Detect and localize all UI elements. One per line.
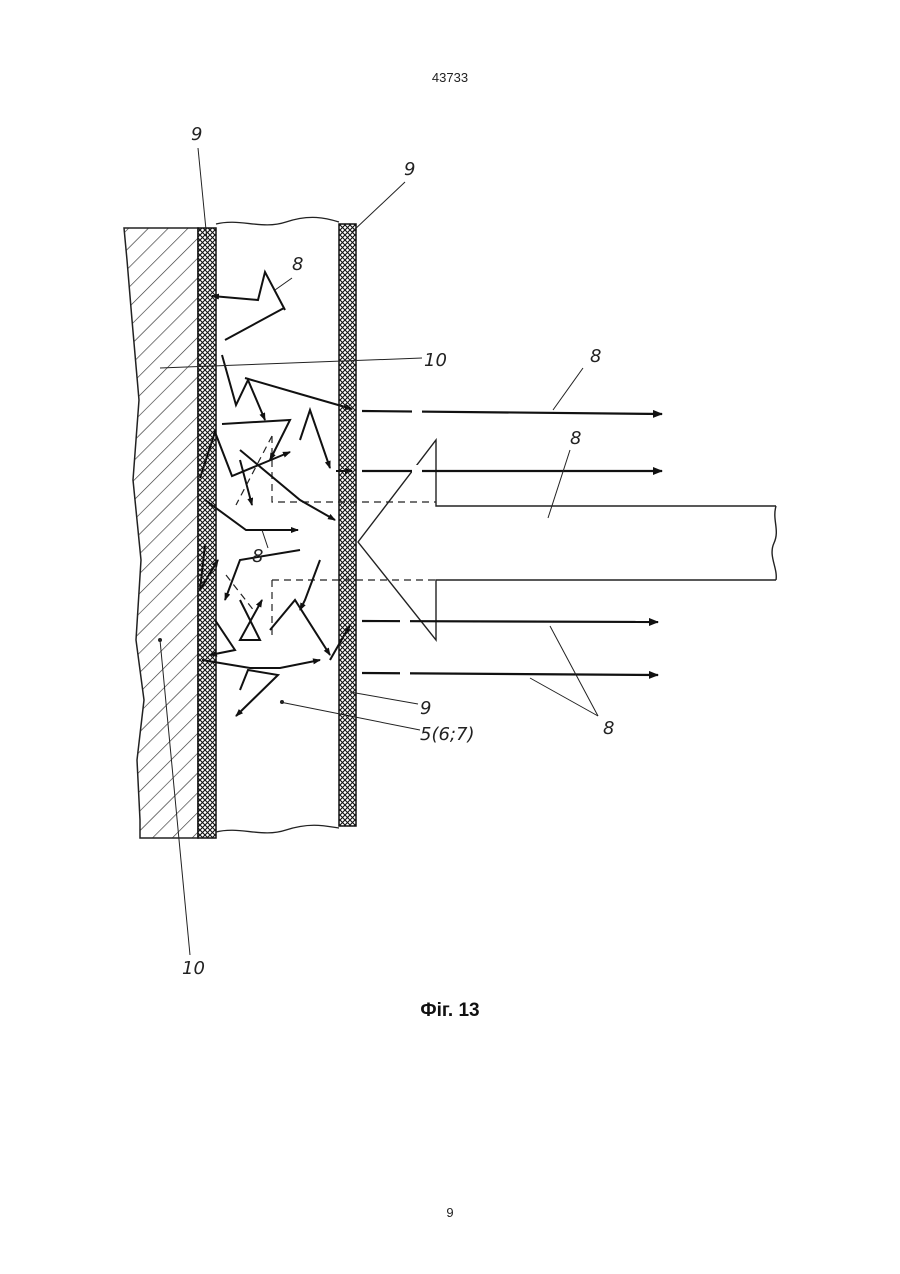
label-9-top-left: 9 — [191, 124, 202, 145]
label-8-upper: 8 — [292, 254, 303, 275]
figure-caption: Фіг. 13 — [0, 1000, 900, 1022]
label-9-lower: 9 — [420, 698, 431, 719]
label-8-inner: 8 — [252, 546, 263, 567]
label-9-top-right: 9 — [404, 159, 415, 180]
label-medium: 5(6;7) — [420, 724, 474, 745]
wall-10-hatched — [124, 228, 198, 838]
channel-bottom-break — [216, 825, 339, 833]
internal-rays — [200, 272, 352, 716]
label-8-beam: 8 — [570, 428, 581, 449]
left-layer-9 — [198, 228, 216, 838]
wall-point — [158, 638, 162, 642]
channel-top-break — [216, 217, 339, 224]
medium-point — [280, 700, 284, 704]
page-number: 9 — [0, 1205, 900, 1220]
label-8-lower: 8 — [603, 718, 614, 739]
label-10-lower: 10 — [182, 958, 205, 979]
label-8-top-ray: 8 — [590, 346, 601, 367]
label-10-upper: 10 — [424, 350, 447, 371]
right-layer-9 — [339, 224, 356, 826]
